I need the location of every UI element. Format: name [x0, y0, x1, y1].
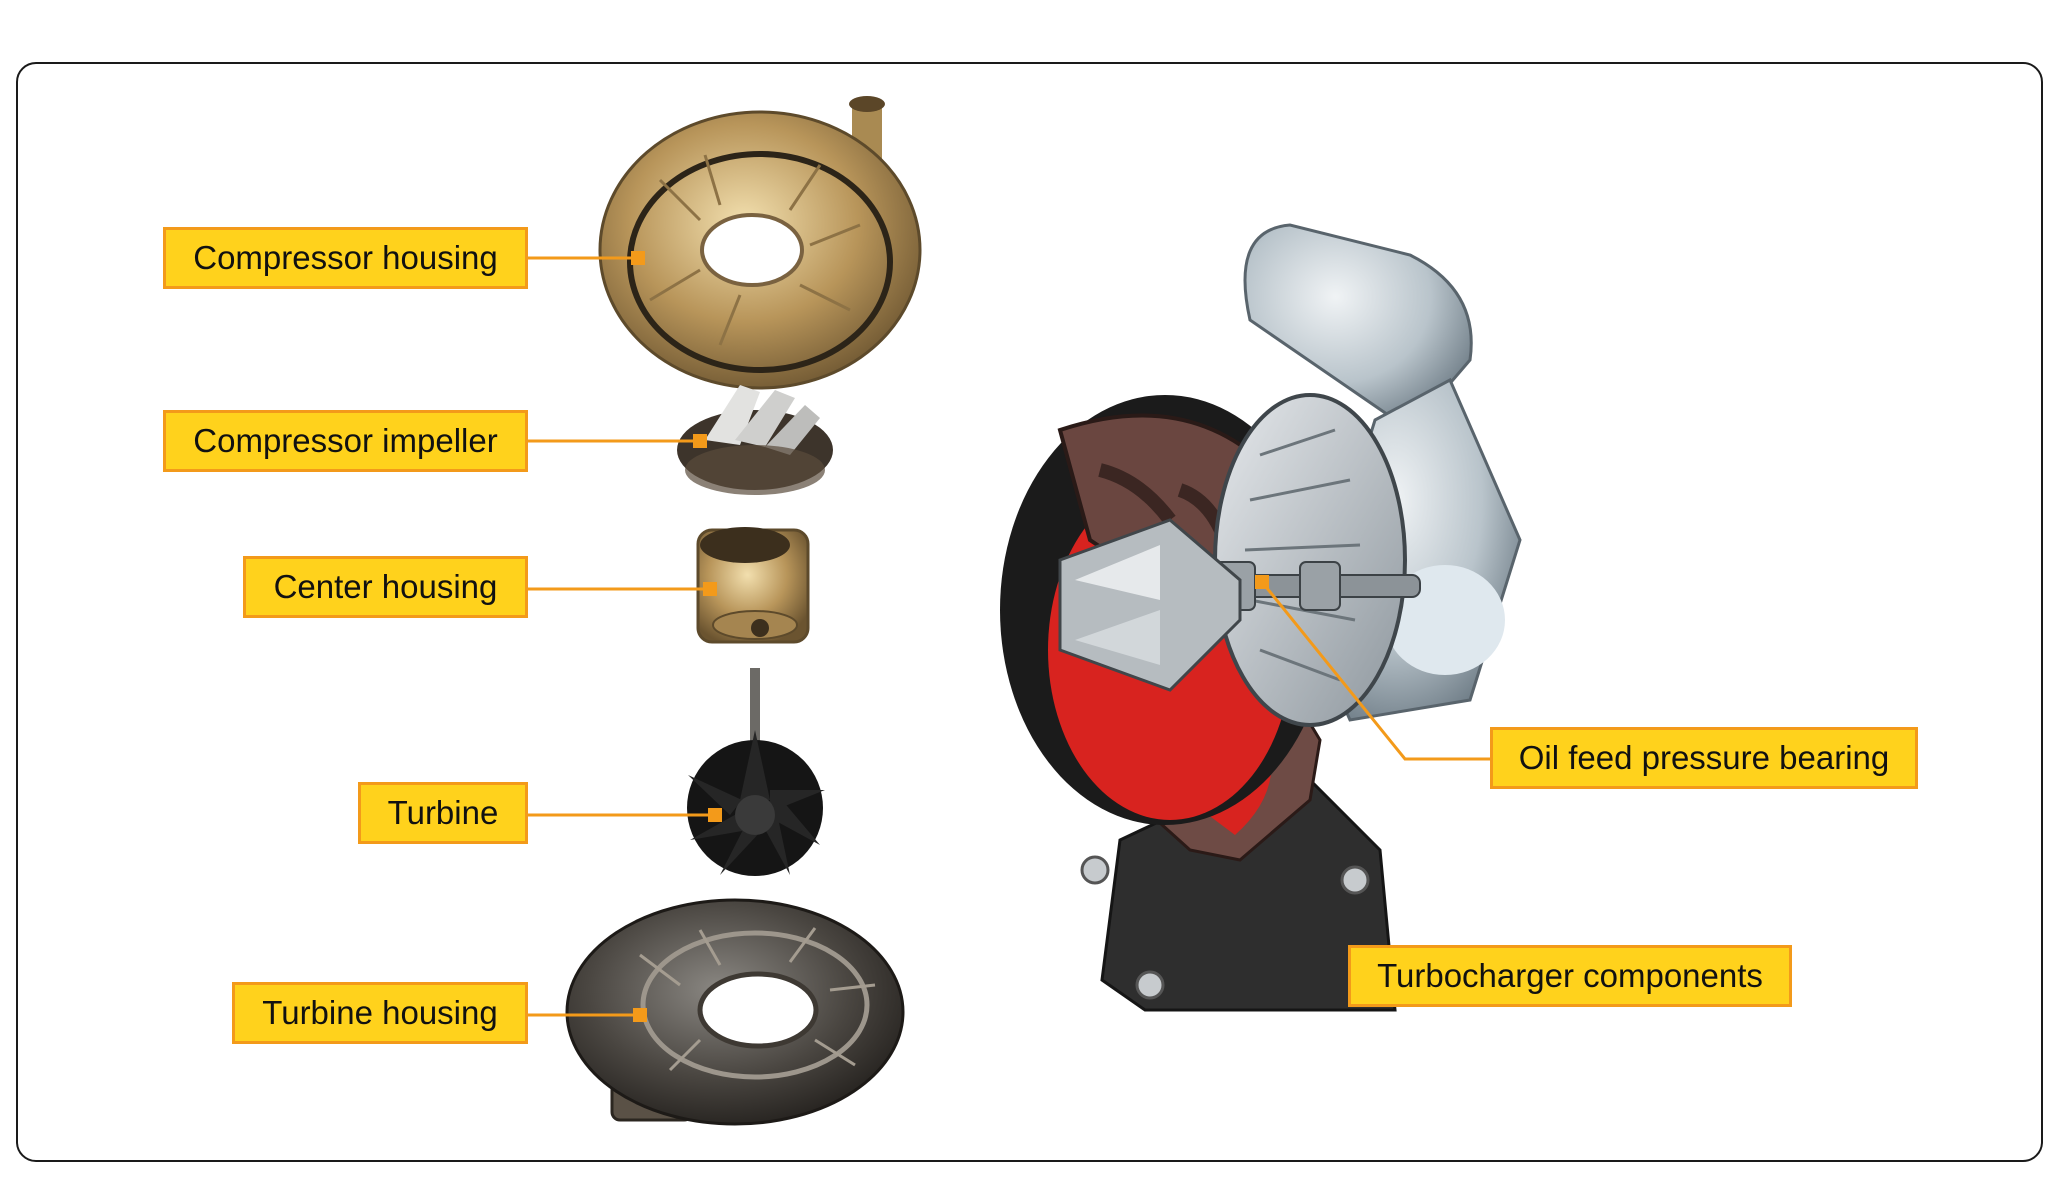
label-turbine-housing: Turbine housing: [232, 982, 528, 1044]
label-turbine: Turbine: [358, 782, 528, 844]
label-center-housing: Center housing: [243, 556, 528, 618]
leader-lines: [528, 256, 1490, 1017]
marker-center-housing: [703, 582, 717, 596]
leader-markers: [631, 251, 1269, 1022]
turbocharger-cutaway-image: [1000, 223, 1522, 1012]
label-oil-feed-pressure-bearing: Oil feed pressure bearing: [1490, 727, 1918, 789]
marker-compressor-impeller: [693, 434, 707, 448]
label-compressor-impeller: Compressor impeller: [163, 410, 528, 472]
leader-line-oil-feed: [1260, 581, 1490, 761]
compressor-impeller-image: [677, 385, 833, 495]
center-housing-image: [696, 527, 810, 644]
marker-turbine: [708, 808, 722, 822]
turbine-image: [687, 668, 825, 876]
marker-oil-feed: [1255, 575, 1269, 589]
marker-turbine-housing: [633, 1008, 647, 1022]
label-turbocharger-components: Turbocharger components: [1348, 945, 1792, 1007]
turbine-housing-image: [565, 898, 905, 1126]
marker-compressor-housing: [631, 251, 645, 265]
compressor-housing-image: [598, 96, 922, 390]
label-compressor-housing: Compressor housing: [163, 227, 528, 289]
